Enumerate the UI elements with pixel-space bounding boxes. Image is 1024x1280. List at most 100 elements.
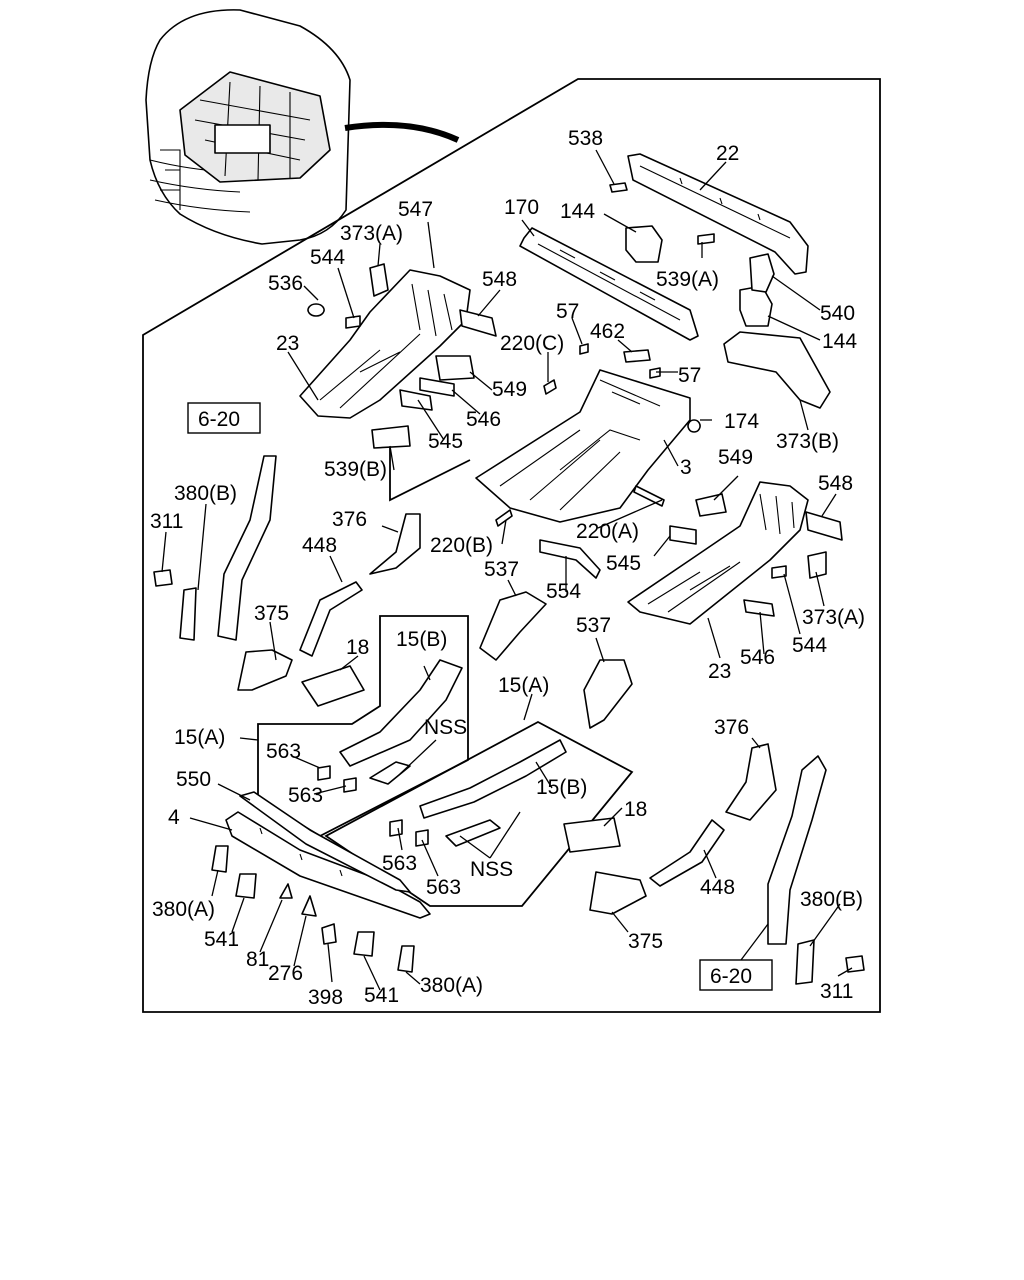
callout-549-upper: 549 — [492, 378, 527, 401]
callout-540: 540 — [820, 302, 855, 325]
part-554-bracket — [539, 539, 601, 579]
callout-57-upper: 57 — [556, 300, 579, 323]
callout-4: 4 — [168, 806, 180, 829]
callout-15b-lower: 15(B) — [536, 776, 587, 799]
callout-563-d: 563 — [426, 876, 461, 899]
callout-549-right: 549 — [718, 446, 753, 469]
part-548-reinforcement-upper — [459, 309, 497, 337]
part-15b-side-member-lower — [419, 739, 567, 819]
part-380b-bracket-right — [795, 939, 815, 985]
callout-536: 536 — [268, 272, 303, 295]
callout-541-right: 541 — [364, 984, 399, 1007]
part-545-plate-upper — [399, 389, 433, 411]
callout-311-right: 311 — [820, 980, 853, 1003]
callout-18-left: 18 — [346, 636, 369, 659]
part-144-bracket-lower — [739, 285, 773, 327]
part-538-clip — [609, 182, 628, 193]
callout-398: 398 — [308, 986, 343, 1009]
part-220a-clip — [633, 485, 665, 507]
part-18-bracket-right — [563, 817, 621, 853]
part-57-clip-a — [579, 343, 589, 355]
part-537-bracket-upper — [479, 591, 547, 661]
part-380b-bracket-left — [179, 587, 197, 641]
part-546-plate-right — [743, 599, 775, 617]
part-276-clip — [301, 895, 317, 917]
part-563-clip-c — [389, 819, 403, 837]
callout-174: 174 — [724, 410, 759, 433]
part-376-bracket-left — [369, 513, 421, 575]
callout-448-left: 448 — [302, 534, 337, 557]
part-376-bracket-right — [725, 743, 777, 821]
part-539a-clip — [697, 233, 715, 245]
part-545-plate-right — [669, 525, 697, 545]
callout-373a-right: 373(A) — [802, 606, 865, 629]
leader-lines — [161, 149, 853, 991]
callout-563-b: 563 — [288, 784, 323, 807]
part-311-bolt-left — [153, 569, 173, 587]
part-540-bracket — [749, 253, 775, 293]
callout-376-left: 376 — [332, 508, 367, 531]
part-462-bracket — [623, 349, 651, 363]
part-546-plate-upper — [419, 377, 455, 397]
callout-23-right: 23 — [708, 660, 731, 683]
part-22-cross-member — [627, 153, 809, 275]
callout-380b-right: 380(B) — [800, 888, 863, 911]
inset-pointer-arc — [344, 121, 460, 143]
part-536-plug — [307, 303, 325, 317]
callout-539a: 539(A) — [656, 268, 719, 291]
callout-548-right: 548 — [818, 472, 853, 495]
part-380a-bracket-lower-left — [211, 845, 229, 873]
part-nss-reinforcement-lower — [445, 819, 501, 847]
callout-554: 554 — [546, 580, 581, 603]
reference-box-right — [699, 959, 773, 991]
callout-220b: 220(B) — [430, 534, 493, 557]
part-549-bracket-upper — [435, 355, 475, 381]
part-220c-clip — [543, 379, 557, 395]
callout-15a-left: 15(A) — [174, 726, 225, 749]
callout-548-upper: 548 — [482, 268, 517, 291]
floor-group-frame — [389, 430, 471, 502]
callout-546-right: 546 — [740, 646, 775, 669]
part-23-floor-panel-right — [627, 481, 809, 625]
callout-537-upper: 537 — [484, 558, 519, 581]
callout-375-left: 375 — [254, 602, 289, 625]
part-541-plate-left — [235, 873, 257, 899]
part-398-plate — [321, 923, 337, 945]
part-81-clip — [279, 883, 293, 899]
reference-box-left — [187, 402, 261, 434]
part-541-plate-right — [353, 931, 375, 957]
pillar-left — [217, 455, 277, 641]
callout-375-right: 375 — [628, 930, 663, 953]
part-448-rail-left — [299, 581, 363, 657]
part-373a-bracket-upper — [369, 263, 389, 297]
part-170-cross-member — [519, 227, 699, 341]
callout-563-c: 563 — [382, 852, 417, 875]
callout-547: 547 — [398, 198, 433, 221]
callout-220c: 220(C) — [500, 332, 564, 355]
part-544-clip-upper — [345, 315, 361, 329]
reference-6-20-right: 6-20 — [710, 965, 752, 988]
callout-544-right: 544 — [792, 634, 827, 657]
callout-546-upper: 546 — [466, 408, 501, 431]
callout-276: 276 — [268, 962, 303, 985]
callout-15b-upper: 15(B) — [396, 628, 447, 651]
callout-380a-left: 380(A) — [152, 898, 215, 921]
callout-nss-upper: NSS — [424, 716, 467, 739]
callout-448-right: 448 — [700, 876, 735, 899]
callout-545-right: 545 — [606, 552, 641, 575]
callout-23-left: 23 — [276, 332, 299, 355]
callout-3: 3 — [680, 456, 692, 479]
callout-544-upper: 544 — [310, 246, 345, 269]
callout-15a-right: 15(A) — [498, 674, 549, 697]
part-220b-clip — [495, 509, 513, 527]
part-4-front-cross-member — [225, 791, 431, 919]
callout-373b: 373(B) — [776, 430, 839, 453]
cab-overview-illustration — [145, 9, 351, 245]
callout-563-a: 563 — [266, 740, 301, 763]
part-375-bracket-left — [237, 649, 293, 691]
callout-57-right: 57 — [678, 364, 701, 387]
diagram-frame — [142, 78, 881, 1013]
callout-538: 538 — [568, 127, 603, 150]
callout-144-upper: 144 — [560, 200, 595, 223]
